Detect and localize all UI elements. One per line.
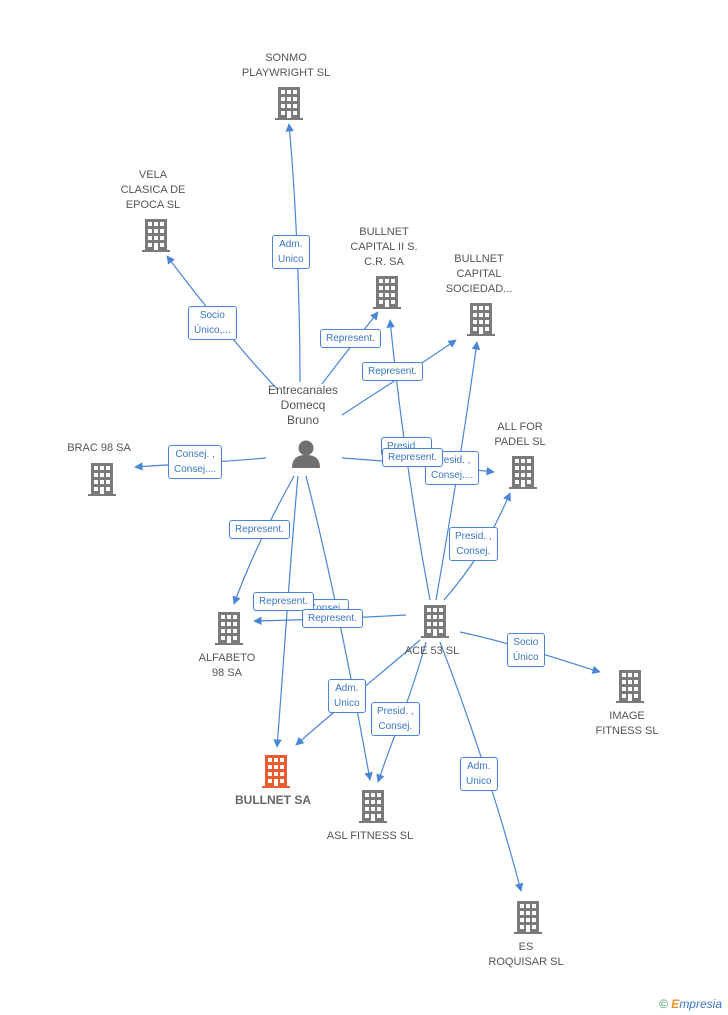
building-icon-ace53[interactable] [421, 605, 449, 638]
edge-label-represent-alfabeto[interactable]: Represent. [229, 520, 290, 539]
edge-label-socio-unico-image[interactable]: Socio Único [507, 633, 545, 667]
node-label-capital2[interactable]: BULLNET CAPITAL II S. C.R. SA [350, 226, 418, 268]
edge-label-presid-consej-asl[interactable]: Presid. , Consej. [371, 702, 420, 736]
empresia-watermark: © Empresia [659, 997, 722, 1011]
edge-label-socio-unico-vela[interactable]: Socio Único,... [188, 306, 237, 340]
edge-label-adm-unico-bullnet[interactable]: Adm. Unico [328, 679, 366, 713]
edge-label-adm-unico-esroq[interactable]: Adm. Unico [460, 757, 498, 791]
edge-label-represent-alfabeto-2[interactable]: Represent. [302, 609, 363, 628]
building-icon-esroq[interactable] [514, 901, 542, 934]
edge-label-represent-allfor[interactable]: Represent. [382, 448, 443, 467]
brand-rest: mpresia [679, 997, 722, 1011]
edge-label-represent-cap2[interactable]: Represent. [320, 329, 381, 348]
edge-person-bullnet [273, 475, 299, 748]
edge-person-alfabeto [232, 475, 295, 605]
node-label-vela[interactable]: VELA CLASICA DE EPOCA SL [120, 169, 186, 211]
building-icon-image[interactable] [616, 670, 644, 703]
building-icon-alfabeto[interactable] [215, 612, 243, 645]
edge-ace-cap2 [386, 319, 431, 601]
building-icon-capsoc[interactable] [467, 303, 495, 336]
building-icon-capital2[interactable] [373, 276, 401, 309]
edge-label-represent-alfabeto-1[interactable]: Represent. [253, 592, 314, 611]
building-icon-aslfit[interactable] [359, 790, 387, 823]
node-label-ace53[interactable]: ACE 53 SL [404, 645, 460, 657]
building-icon-sonmo[interactable] [275, 87, 303, 120]
building-icon-vela[interactable] [142, 219, 170, 252]
copyright-icon: © [659, 997, 668, 1011]
building-icon-bullnet[interactable] [262, 755, 290, 788]
edge-label-presid-consej-ace-allfor[interactable]: Presid. , Consej. [449, 527, 498, 561]
node-label-capsoc[interactable]: BULLNET CAPITAL SOCIEDAD... [445, 253, 513, 295]
node-label-sonmo[interactable]: SONMO PLAYWRIGHT SL [241, 52, 331, 79]
building-icon-brac[interactable] [88, 463, 116, 496]
node-label-allfor[interactable]: ALL FOR PADEL SL [494, 421, 546, 448]
building-icon-allfor[interactable] [509, 456, 537, 489]
edge-person-asl [305, 475, 373, 781]
node-label-aslfit[interactable]: ASL FITNESS SL [326, 830, 414, 842]
edge-label-represent-capsoc[interactable]: Represent. [362, 362, 423, 381]
building-icons [88, 87, 644, 934]
edge-label-adm-unico-sonmo[interactable]: Adm. Unico [272, 235, 310, 269]
node-label-esroq[interactable]: ES ROQUISAR SL [488, 941, 564, 968]
person-icon[interactable] [292, 440, 320, 469]
node-label-bullnet[interactable]: BULLNET SA [235, 793, 311, 807]
edge-label-consej-brac[interactable]: Consej. , Consej.... [168, 445, 223, 479]
node-label-brac[interactable]: BRAC 98 SA [67, 442, 131, 454]
node-label-image[interactable]: IMAGE FITNESS SL [595, 710, 659, 737]
brand-e: E [671, 997, 680, 1011]
node-label-alfabeto[interactable]: ALFABETO 98 SA [198, 652, 256, 679]
person-label[interactable]: Entrecanales Domecq Bruno [267, 383, 339, 427]
